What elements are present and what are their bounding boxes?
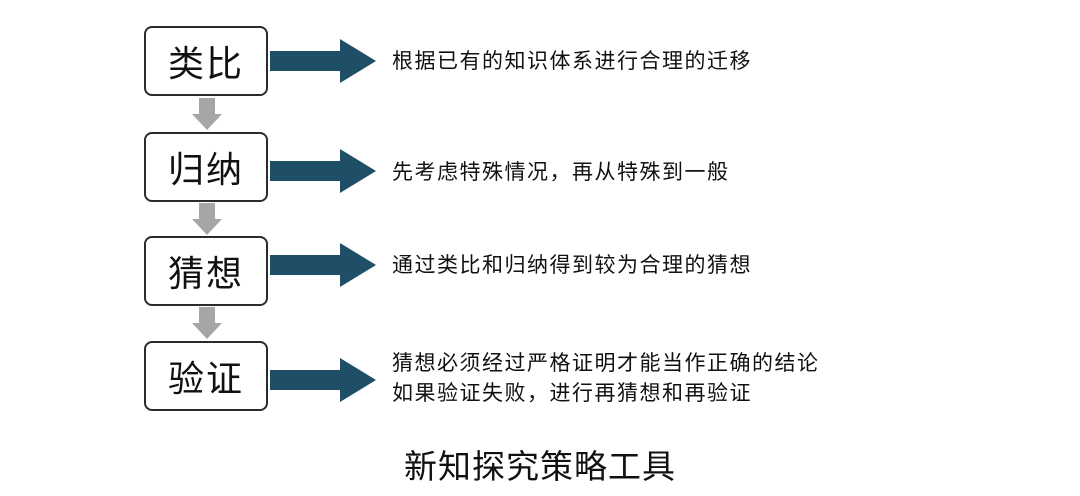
description-line: 猜想必须经过严格证明才能当作正确的结论 bbox=[392, 351, 820, 375]
step-box-analogy: 类比 bbox=[144, 26, 268, 96]
down-arrow-icon bbox=[192, 307, 222, 339]
description-line: 如果验证失败，进行再猜想和再验证 bbox=[392, 381, 752, 405]
step-description: 通过类比和归纳得到较为合理的猜想 bbox=[392, 250, 752, 280]
step-description: 猜想必须经过严格证明才能当作正确的结论 如果验证失败，进行再猜想和再验证 bbox=[392, 348, 820, 408]
step-box-conjecture: 猜想 bbox=[144, 236, 268, 306]
description-line: 通过类比和归纳得到较为合理的猜想 bbox=[392, 253, 752, 277]
step-box-induction: 归纳 bbox=[144, 132, 268, 202]
down-arrow-icon bbox=[192, 98, 222, 130]
step-label: 归纳 bbox=[167, 150, 244, 191]
right-arrow-icon bbox=[270, 39, 376, 83]
step-label: 类比 bbox=[167, 44, 244, 85]
down-arrow-icon bbox=[192, 203, 222, 235]
step-description: 根据已有的知识体系进行合理的迁移 bbox=[392, 46, 752, 76]
description-line: 根据已有的知识体系进行合理的迁移 bbox=[392, 49, 752, 73]
step-description: 先考虑特殊情况，再从特殊到一般 bbox=[392, 157, 730, 187]
right-arrow-icon bbox=[270, 149, 376, 193]
right-arrow-icon bbox=[270, 243, 376, 287]
description-line: 先考虑特殊情况，再从特殊到一般 bbox=[392, 160, 730, 184]
diagram-caption: 新知探究策略工具 bbox=[404, 447, 676, 486]
step-label: 验证 bbox=[167, 359, 244, 400]
right-arrow-icon bbox=[270, 358, 376, 402]
step-box-verification: 验证 bbox=[144, 341, 268, 411]
step-label: 猜想 bbox=[167, 254, 244, 295]
